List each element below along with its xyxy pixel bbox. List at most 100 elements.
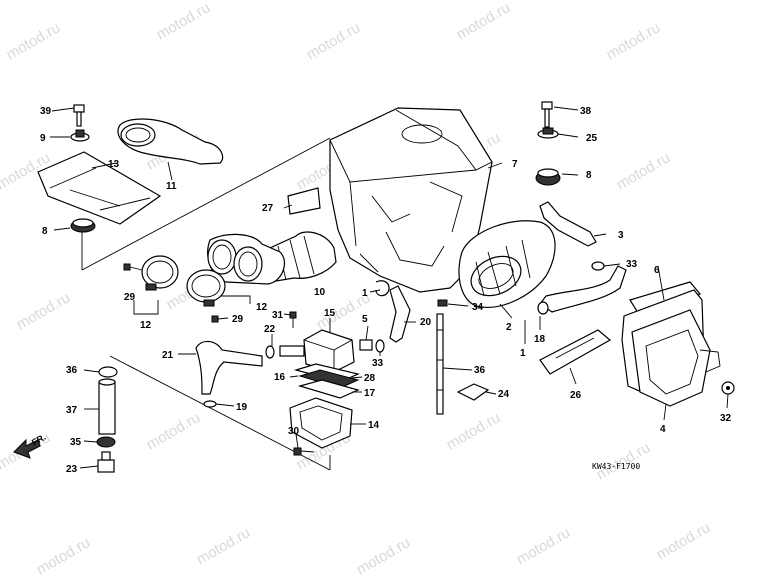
part-screw-29-right xyxy=(211,315,229,323)
part-grommet-8-right xyxy=(535,168,561,186)
callout-29-right: 29 xyxy=(232,314,244,325)
callout-9: 9 xyxy=(40,133,46,144)
watermark: motod.ru xyxy=(444,409,504,453)
watermark: motod.ru xyxy=(4,19,64,63)
leader-lines xyxy=(50,106,729,469)
callout-37: 37 xyxy=(66,405,78,416)
part-snorkel-11 xyxy=(117,118,224,165)
callout-38: 38 xyxy=(580,106,592,117)
part-clip-33-right xyxy=(591,261,605,271)
part-cover-14 xyxy=(289,397,353,449)
watermark: motod.ru xyxy=(34,534,94,576)
callout-25: 25 xyxy=(586,133,598,144)
part-cover-4 xyxy=(631,309,721,407)
part-clip-35 xyxy=(96,436,116,448)
callout-14: 14 xyxy=(368,420,380,431)
callout-7: 7 xyxy=(512,159,518,170)
callout-34: 34 xyxy=(472,302,484,313)
part-screw-29-left xyxy=(123,263,143,271)
callout-1-bottom: 1 xyxy=(520,348,526,359)
watermark: motod.ru xyxy=(454,0,514,43)
part-filter-element-2 xyxy=(458,220,556,308)
watermark: motod.ru xyxy=(354,534,414,576)
watermark: motod.ru xyxy=(144,409,204,453)
watermark: motod.ru xyxy=(154,0,214,43)
part-seal-17 xyxy=(297,379,360,399)
part-screw-31 xyxy=(289,311,297,328)
part-intake-boots xyxy=(207,233,285,285)
part-clamp-12-right xyxy=(186,269,226,307)
bracket-line xyxy=(133,300,159,315)
callout-1-top: 1 xyxy=(362,288,368,299)
part-grommet-8-left xyxy=(70,218,96,233)
callout-33-mid: 33 xyxy=(372,358,384,369)
part-strap-26 xyxy=(539,329,612,375)
part-clamp-12-left xyxy=(141,255,179,291)
callout-39: 39 xyxy=(40,106,52,117)
bracket-line xyxy=(81,137,331,271)
callout-36-left: 36 xyxy=(66,365,78,376)
part-nut-32 xyxy=(721,381,735,395)
callout-36-right: 36 xyxy=(474,365,486,376)
part-duct-cover-13 xyxy=(37,151,162,225)
part-fitting-23 xyxy=(97,451,115,473)
part-clip-33-mid xyxy=(375,339,385,353)
callout-15: 15 xyxy=(324,308,336,319)
part-collar-9 xyxy=(70,129,90,142)
watermark: motod.ru xyxy=(604,19,664,63)
part-collar-25 xyxy=(537,127,559,139)
part-clip-36-left xyxy=(98,366,118,378)
callout-31: 31 xyxy=(272,310,284,321)
callout-12-right: 12 xyxy=(256,302,268,313)
callout-28: 28 xyxy=(364,373,376,384)
callout-19: 19 xyxy=(236,402,248,413)
callout-23: 23 xyxy=(66,464,78,475)
callout-13: 13 xyxy=(108,159,120,170)
watermark: motod.ru xyxy=(514,524,574,568)
part-cap-5 xyxy=(359,339,373,351)
part-plug-34 xyxy=(437,299,448,307)
group-outlines xyxy=(81,137,331,471)
watermark: motod.ru xyxy=(304,19,364,63)
callout-21: 21 xyxy=(162,350,174,361)
part-bolt-38 xyxy=(541,101,553,128)
part-hose-20 xyxy=(389,285,411,343)
callout-33-right: 33 xyxy=(626,259,638,270)
part-breather-hose-18 xyxy=(537,265,627,315)
callout-4: 4 xyxy=(660,424,666,435)
part-air-cleaner-case xyxy=(329,107,493,293)
callout-16: 16 xyxy=(274,372,286,383)
part-clip-19 xyxy=(203,400,217,408)
part-tube-37 xyxy=(98,378,116,435)
callout-12-left: 12 xyxy=(140,320,152,331)
callout-30: 30 xyxy=(288,426,300,437)
watermark: motod.ru xyxy=(14,289,74,333)
diagram-code: KW43-F1700 xyxy=(592,462,640,471)
callout-8-left: 8 xyxy=(42,226,48,237)
forward-arrow-icon xyxy=(13,438,41,459)
callout-27: 27 xyxy=(262,203,274,214)
part-bolt-39 xyxy=(73,104,85,127)
callout-3: 3 xyxy=(618,230,624,241)
callout-17: 17 xyxy=(364,388,376,399)
callout-8-right: 8 xyxy=(586,170,592,181)
watermark: motod.ru xyxy=(654,519,714,563)
callout-10: 10 xyxy=(314,287,326,298)
callout-18: 18 xyxy=(534,334,546,345)
part-bolt-30 xyxy=(293,447,315,456)
callout-24: 24 xyxy=(498,389,510,400)
part-clip-22 xyxy=(265,345,275,359)
callout-22: 22 xyxy=(264,324,276,335)
callout-11: 11 xyxy=(166,181,177,192)
watermark: motod.ru xyxy=(614,149,674,193)
part-label-27 xyxy=(287,187,321,215)
callout-5: 5 xyxy=(362,314,368,325)
callout-20: 20 xyxy=(420,317,432,328)
bracket-line xyxy=(109,355,331,471)
part-clamp-24 xyxy=(456,383,490,401)
callout-2: 2 xyxy=(506,322,512,333)
callout-32: 32 xyxy=(720,413,732,424)
watermark: motod.ru xyxy=(194,524,254,568)
